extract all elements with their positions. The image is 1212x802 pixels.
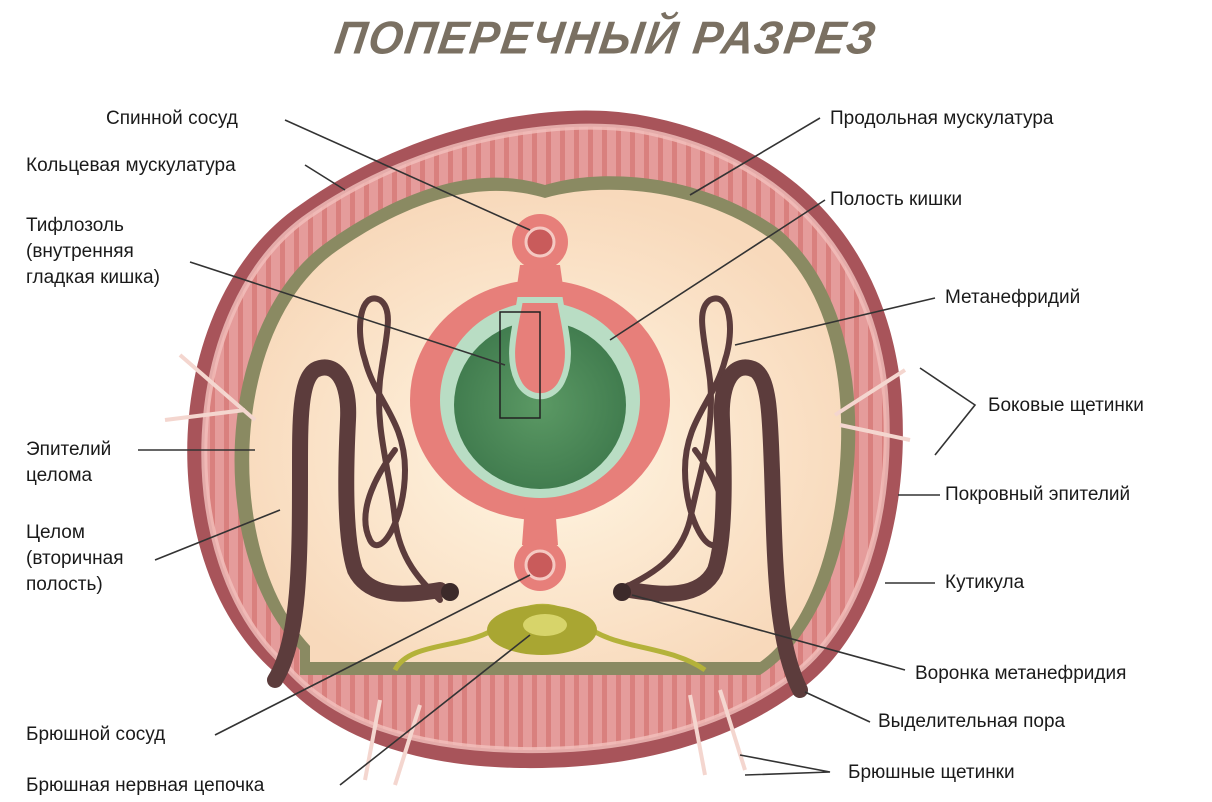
label-typhlosole-line1: Тифлозоль — [26, 213, 160, 239]
label-coelom: Целом (вторичная полость) — [26, 520, 124, 598]
label-typhlosole-line2: (внутренняя — [26, 239, 160, 265]
leader-circular-muscles — [305, 165, 345, 190]
label-lateral-setae: Боковые щетинки — [988, 393, 1144, 419]
dorsal-vessel-lumen — [526, 228, 554, 256]
label-cuticle: Кутикула — [945, 570, 1024, 596]
label-coelom-line2: (вторичная — [26, 546, 124, 572]
label-coelom-line1: Целом — [26, 520, 124, 546]
label-coelom-epithelium: Эпителий целома — [26, 437, 111, 489]
bracket-lateral-setae — [920, 368, 975, 455]
leader-excretory-pore — [805, 692, 870, 722]
label-coelom-line3: полость) — [26, 572, 124, 598]
label-ventral-vessel: Брюшной сосуд — [26, 722, 165, 748]
mesentery-dorsal — [515, 265, 565, 300]
label-nephrostome: Воронка метанефридия — [915, 661, 1126, 687]
nerve-ganglion-highlight — [523, 614, 567, 636]
label-ventral-setae: Брюшные щетинки — [848, 760, 1015, 786]
label-gut-cavity: Полость кишки — [830, 187, 962, 213]
label-circular-muscles: Кольцевая мускулатура — [26, 153, 236, 179]
label-dorsal-vessel: Спинной сосуд — [106, 106, 238, 132]
nephrostome-right — [613, 583, 631, 601]
label-ventral-nerve-cord: Брюшная нервная цепочка — [26, 773, 264, 799]
label-coelom-epithelium-line1: Эпителий — [26, 437, 111, 463]
label-metanephridium: Метанефридий — [945, 285, 1080, 311]
label-longitudinal-muscles: Продольная мускулатура — [830, 106, 1053, 132]
bracket-ventral-setae — [740, 755, 830, 775]
label-typhlosole: Тифлозоль (внутренняя гладкая кишка) — [26, 213, 160, 291]
label-coelom-epithelium-line2: целома — [26, 463, 111, 489]
label-integumentary-epithelium: Покровный эпителий — [945, 482, 1130, 508]
label-excretory-pore: Выделительная пора — [878, 709, 1065, 735]
ventral-vessel-lumen — [526, 551, 554, 579]
label-typhlosole-line3: гладкая кишка) — [26, 265, 160, 291]
nephrostome-left — [441, 583, 459, 601]
